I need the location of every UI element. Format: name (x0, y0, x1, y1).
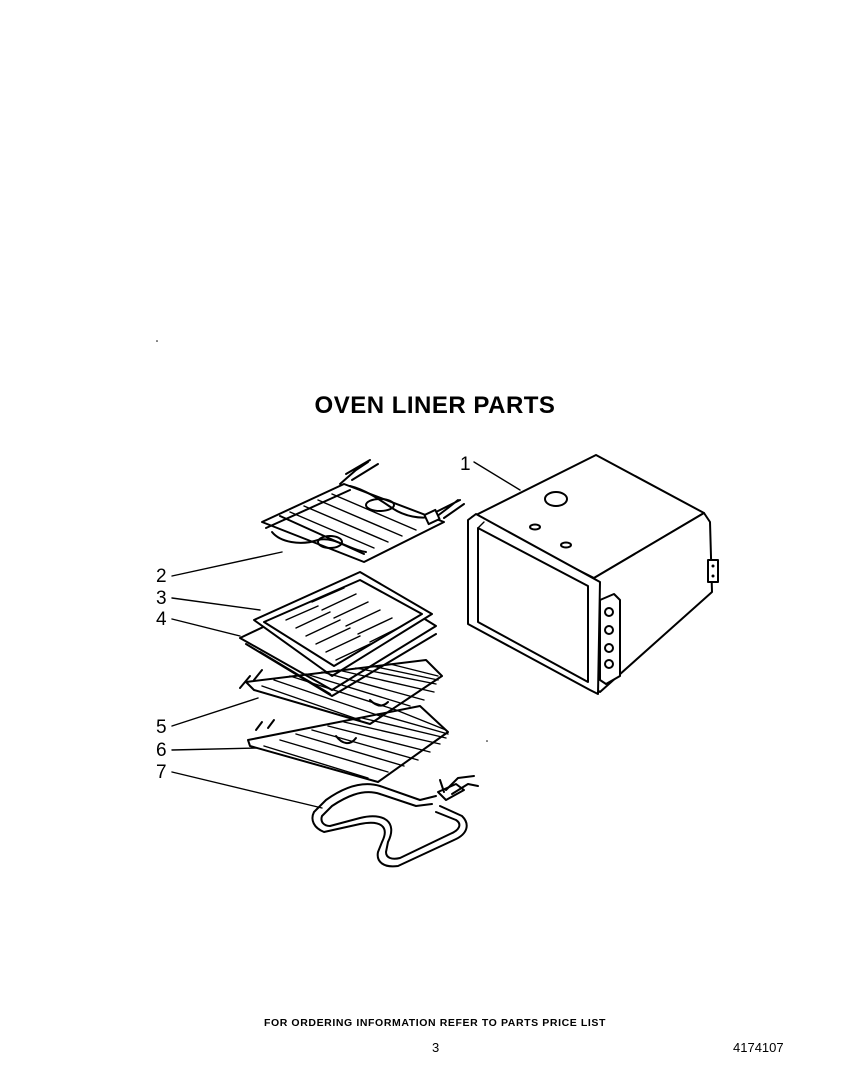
callout-4: 4 (156, 609, 241, 637)
stray-mark (156, 340, 158, 342)
page-number: 3 (432, 1040, 440, 1055)
callout-number: 4 (156, 609, 167, 630)
oven-liner-drawing (467, 454, 719, 695)
broil-element-drawing (261, 459, 465, 563)
document-number: 4174107 (733, 1040, 784, 1055)
callout-number: 7 (156, 762, 167, 783)
callout-number: 6 (156, 740, 167, 761)
callout-number: 2 (156, 566, 167, 587)
stray-mark (486, 740, 488, 742)
bake-element-drawing (311, 775, 479, 868)
callout-2: 2 (156, 551, 283, 587)
callout-1: 1 (460, 454, 521, 491)
callout-number: 1 (460, 454, 471, 475)
callout-5: 5 (156, 697, 259, 738)
broiler-pan-drawing (239, 571, 437, 697)
callout-6: 6 (156, 740, 257, 761)
callout-3: 3 (156, 588, 261, 611)
ordering-info-note: FOR ORDERING INFORMATION REFER TO PARTS … (263, 1017, 607, 1029)
oven-rack-lower-drawing (247, 705, 449, 783)
callout-number: 5 (156, 717, 167, 738)
page-title: OVEN LINER PARTS (314, 392, 556, 419)
callout-number: 3 (156, 588, 167, 609)
oven-rack-upper-drawing (239, 659, 443, 725)
callout-7: 7 (156, 762, 323, 809)
